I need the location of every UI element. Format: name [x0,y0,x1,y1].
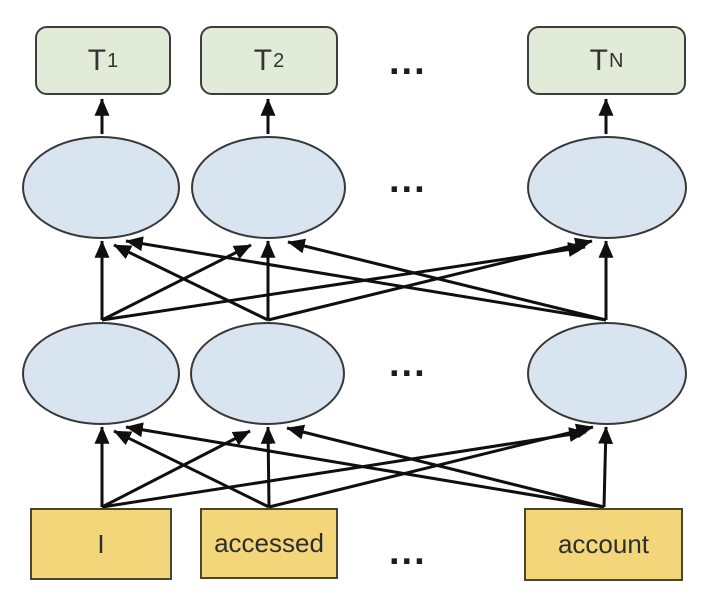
input-token-label: accessed [214,528,324,558]
edge-arrow [101,427,587,509]
edge-arrow [125,236,607,322]
input-node-n: account [524,508,683,581]
output-label: T [589,43,608,77]
hidden-node-row2-coln [527,136,687,239]
output-label: T [87,43,107,77]
edge-arrow [260,426,276,508]
input-token-label: account [557,529,650,559]
hidden-node-row2-col1 [22,136,180,239]
output-label: T [253,43,273,77]
edge-arrow [113,429,270,509]
hidden-node-row2-col2 [191,136,346,239]
edge-arrow [268,423,594,509]
edge-arrow [101,242,586,322]
input-node-2: accessed [200,508,338,579]
ellipsis-output-row: ... [389,41,427,83]
edge-arrow [125,422,605,509]
edge-arrow [286,424,605,509]
ellipsis-hidden1-row: ... [389,343,427,385]
edge-arrow [267,237,593,322]
hidden-node-row1-coln [527,322,687,425]
arrow-edges [94,98,614,509]
ellipsis-hidden2-row: ... [389,159,427,201]
input-node-1: I [30,508,172,580]
edge-arrow [598,426,614,508]
hidden-node-row1-col2 [190,322,345,425]
edge-arrow [287,238,607,322]
ellipsis-input-row: ... [389,531,427,573]
input-token-label: I [97,528,105,559]
edge-arrow [113,243,269,322]
hidden-node-row1-col1 [22,322,180,425]
